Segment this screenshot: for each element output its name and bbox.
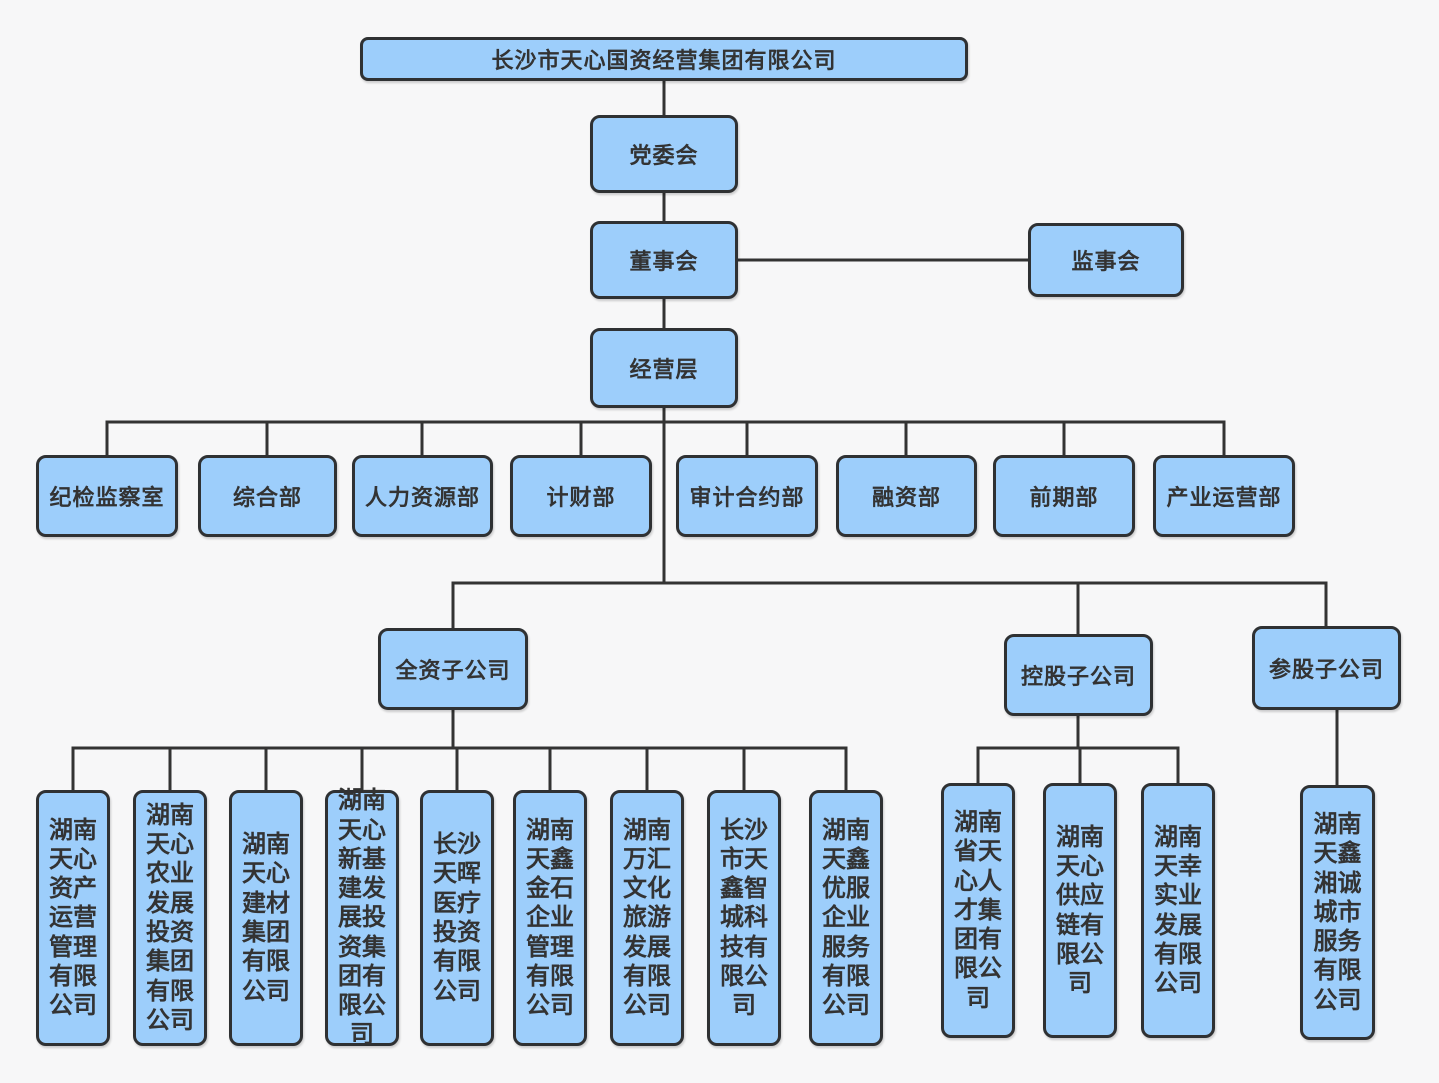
company-node: 湖南天鑫湘诚城市服务有限公司: [1300, 785, 1375, 1040]
dept-node: 纪检监察室: [36, 455, 178, 537]
company-name: 长沙市天鑫智城科技有限公司: [720, 816, 768, 1020]
company-node: 湖南天心建材集团有限公司: [229, 790, 303, 1046]
company-node: 湖南天鑫优服企业服务有限公司: [809, 790, 883, 1046]
company-name: 湖南天心建材集团有限公司: [242, 831, 290, 1005]
dept-node: 计财部: [510, 455, 652, 537]
node-wholly-owned-group: 全资子公司: [378, 628, 528, 710]
dept-node: 产业运营部: [1153, 455, 1295, 537]
company-node: 长沙天晖医疗投资有限公司: [420, 790, 494, 1046]
node-management: 经营层: [590, 328, 738, 408]
dept-node: 前期部: [993, 455, 1135, 537]
dept-node: 审计合约部: [676, 455, 818, 537]
dept-node: 融资部: [836, 455, 977, 537]
company-name: 长沙天晖医疗投资有限公司: [433, 831, 481, 1005]
company-name: 湖南天鑫优服企业服务有限公司: [822, 816, 870, 1020]
company-name: 湖南天心资产运营管理有限公司: [49, 816, 97, 1020]
node-supervisory-board: 监事会: [1028, 223, 1184, 297]
node-board-of-directors: 董事会: [590, 221, 738, 299]
node-equity-group: 参股子公司: [1252, 626, 1401, 710]
company-node: 湖南天心农业发展投资集团有限公司: [133, 790, 207, 1046]
node-root-company: 长沙市天心国资经营集团有限公司: [360, 37, 968, 81]
node-holding-group: 控股子公司: [1004, 634, 1153, 716]
company-name: 湖南天心新基建发展投资集团有限公司: [338, 787, 386, 1049]
company-node: 湖南天心新基建发展投资集团有限公司: [325, 787, 399, 1048]
company-node: 湖南天幸实业发展有限公司: [1141, 783, 1215, 1038]
dept-node: 综合部: [198, 455, 337, 537]
company-node: 长沙市天鑫智城科技有限公司: [707, 790, 781, 1046]
company-name: 湖南天鑫湘诚城市服务有限公司: [1313, 811, 1362, 1014]
company-node: 湖南天心资产运营管理有限公司: [36, 790, 110, 1046]
dept-node: 人力资源部: [352, 455, 493, 537]
node-party-committee: 党委会: [590, 115, 738, 193]
company-node: 湖南万汇文化旅游发展有限公司: [610, 790, 684, 1046]
company-node: 湖南省天心人才集团有限公司: [941, 783, 1015, 1038]
company-name: 湖南天心农业发展投资集团有限公司: [146, 801, 194, 1034]
company-name: 湖南万汇文化旅游发展有限公司: [623, 816, 671, 1020]
company-node: 湖南天心供应链有限公司: [1043, 783, 1117, 1038]
company-name: 湖南天心供应链有限公司: [1056, 823, 1104, 998]
company-name: 湖南天幸实业发展有限公司: [1154, 823, 1202, 998]
company-name: 湖南省天心人才集团有限公司: [954, 809, 1002, 1012]
company-node: 湖南天鑫金石企业管理有限公司: [513, 790, 587, 1046]
company-name: 湖南天鑫金石企业管理有限公司: [526, 816, 574, 1020]
